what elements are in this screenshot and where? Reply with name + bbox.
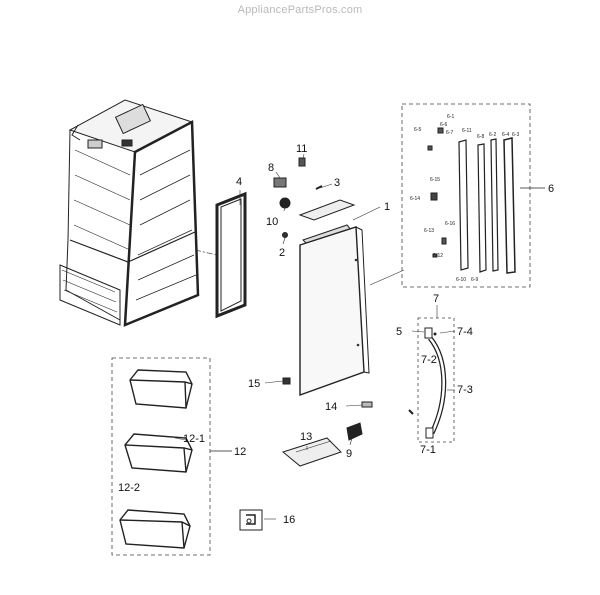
callout-3: 3 [334,177,340,189]
part-15 [282,377,291,385]
callout-10: 10 [266,216,278,228]
watermark: AppliancePartsPros.com [237,4,363,16]
part-16 [239,509,263,531]
callout-2: 2 [279,247,285,259]
sub-6-16: 6-16 [445,221,455,227]
bins-box [111,357,232,556]
hinge [298,199,356,221]
callout-1: 1 [384,201,390,213]
callout-12-1: 12-1 [183,433,205,445]
refrigerator-cabinet [59,99,200,327]
sub-6-12: 6-12 [433,253,443,259]
callout-15: 15 [248,378,260,390]
sub-6-2: 6-2 [489,132,496,138]
part-10 [279,197,291,209]
callout-9: 9 [346,448,352,460]
door-gasket [194,191,247,319]
callout-13: 13 [300,431,312,443]
trim-parts-box [401,103,545,288]
callout-6: 6 [548,183,554,195]
part-2 [282,232,288,238]
part-8 [273,177,287,188]
sub-6-3: 6-3 [512,132,519,138]
sub-6-8: 6-8 [477,134,484,140]
part-9 [346,422,363,441]
callout-11: 11 [296,143,307,155]
sub-6-4: 6-4 [502,132,509,138]
part-11 [298,157,306,167]
callout-7-4: 7-4 [457,326,473,338]
callout-7-3: 7-3 [457,384,473,396]
part-3 [315,185,323,190]
callout-12-2: 12-2 [118,482,140,494]
sub-6-5: 6-5 [414,127,421,133]
callout-7: 7 [433,293,439,305]
sub-6-11: 6-11 [462,128,472,134]
sub-6-1-top: 6-1 [447,114,454,120]
sub-6-6: 6-6 [440,122,447,128]
callout-16: 16 [283,514,295,526]
refrigerator-door [299,226,370,396]
callout-14: 14 [325,401,337,413]
callout-8: 8 [268,162,274,174]
part-13 [281,437,342,467]
callout-4: 4 [236,176,242,188]
callout-12: 12 [234,446,246,458]
leader-lines [174,153,456,520]
sub-6-9: 6-9 [471,277,478,283]
subpart-labels: 6-1 6-5 6-6 6-7 6-11 6-8 6-2 6-4 6-3 6-1… [410,114,519,283]
door-accessories [281,377,373,467]
sub-6-7: 6-7 [446,130,453,136]
sub-6-13: 6-13 [424,228,434,234]
callout-7-1: 7-1 [420,444,436,456]
part-14 [361,401,373,408]
sub-6-10: 6-10 [456,277,466,283]
callout-5: 5 [396,326,402,338]
callout-7-2: 7-2 [421,354,437,366]
sub-6-15: 6-15 [430,177,440,183]
sub-6-14: 6-14 [410,196,420,202]
callout-labels: 1 2 3 4 5 6 7 7-1 7-2 7-3 7-4 8 9 10 11 … [118,143,554,526]
handle-box [408,317,455,443]
